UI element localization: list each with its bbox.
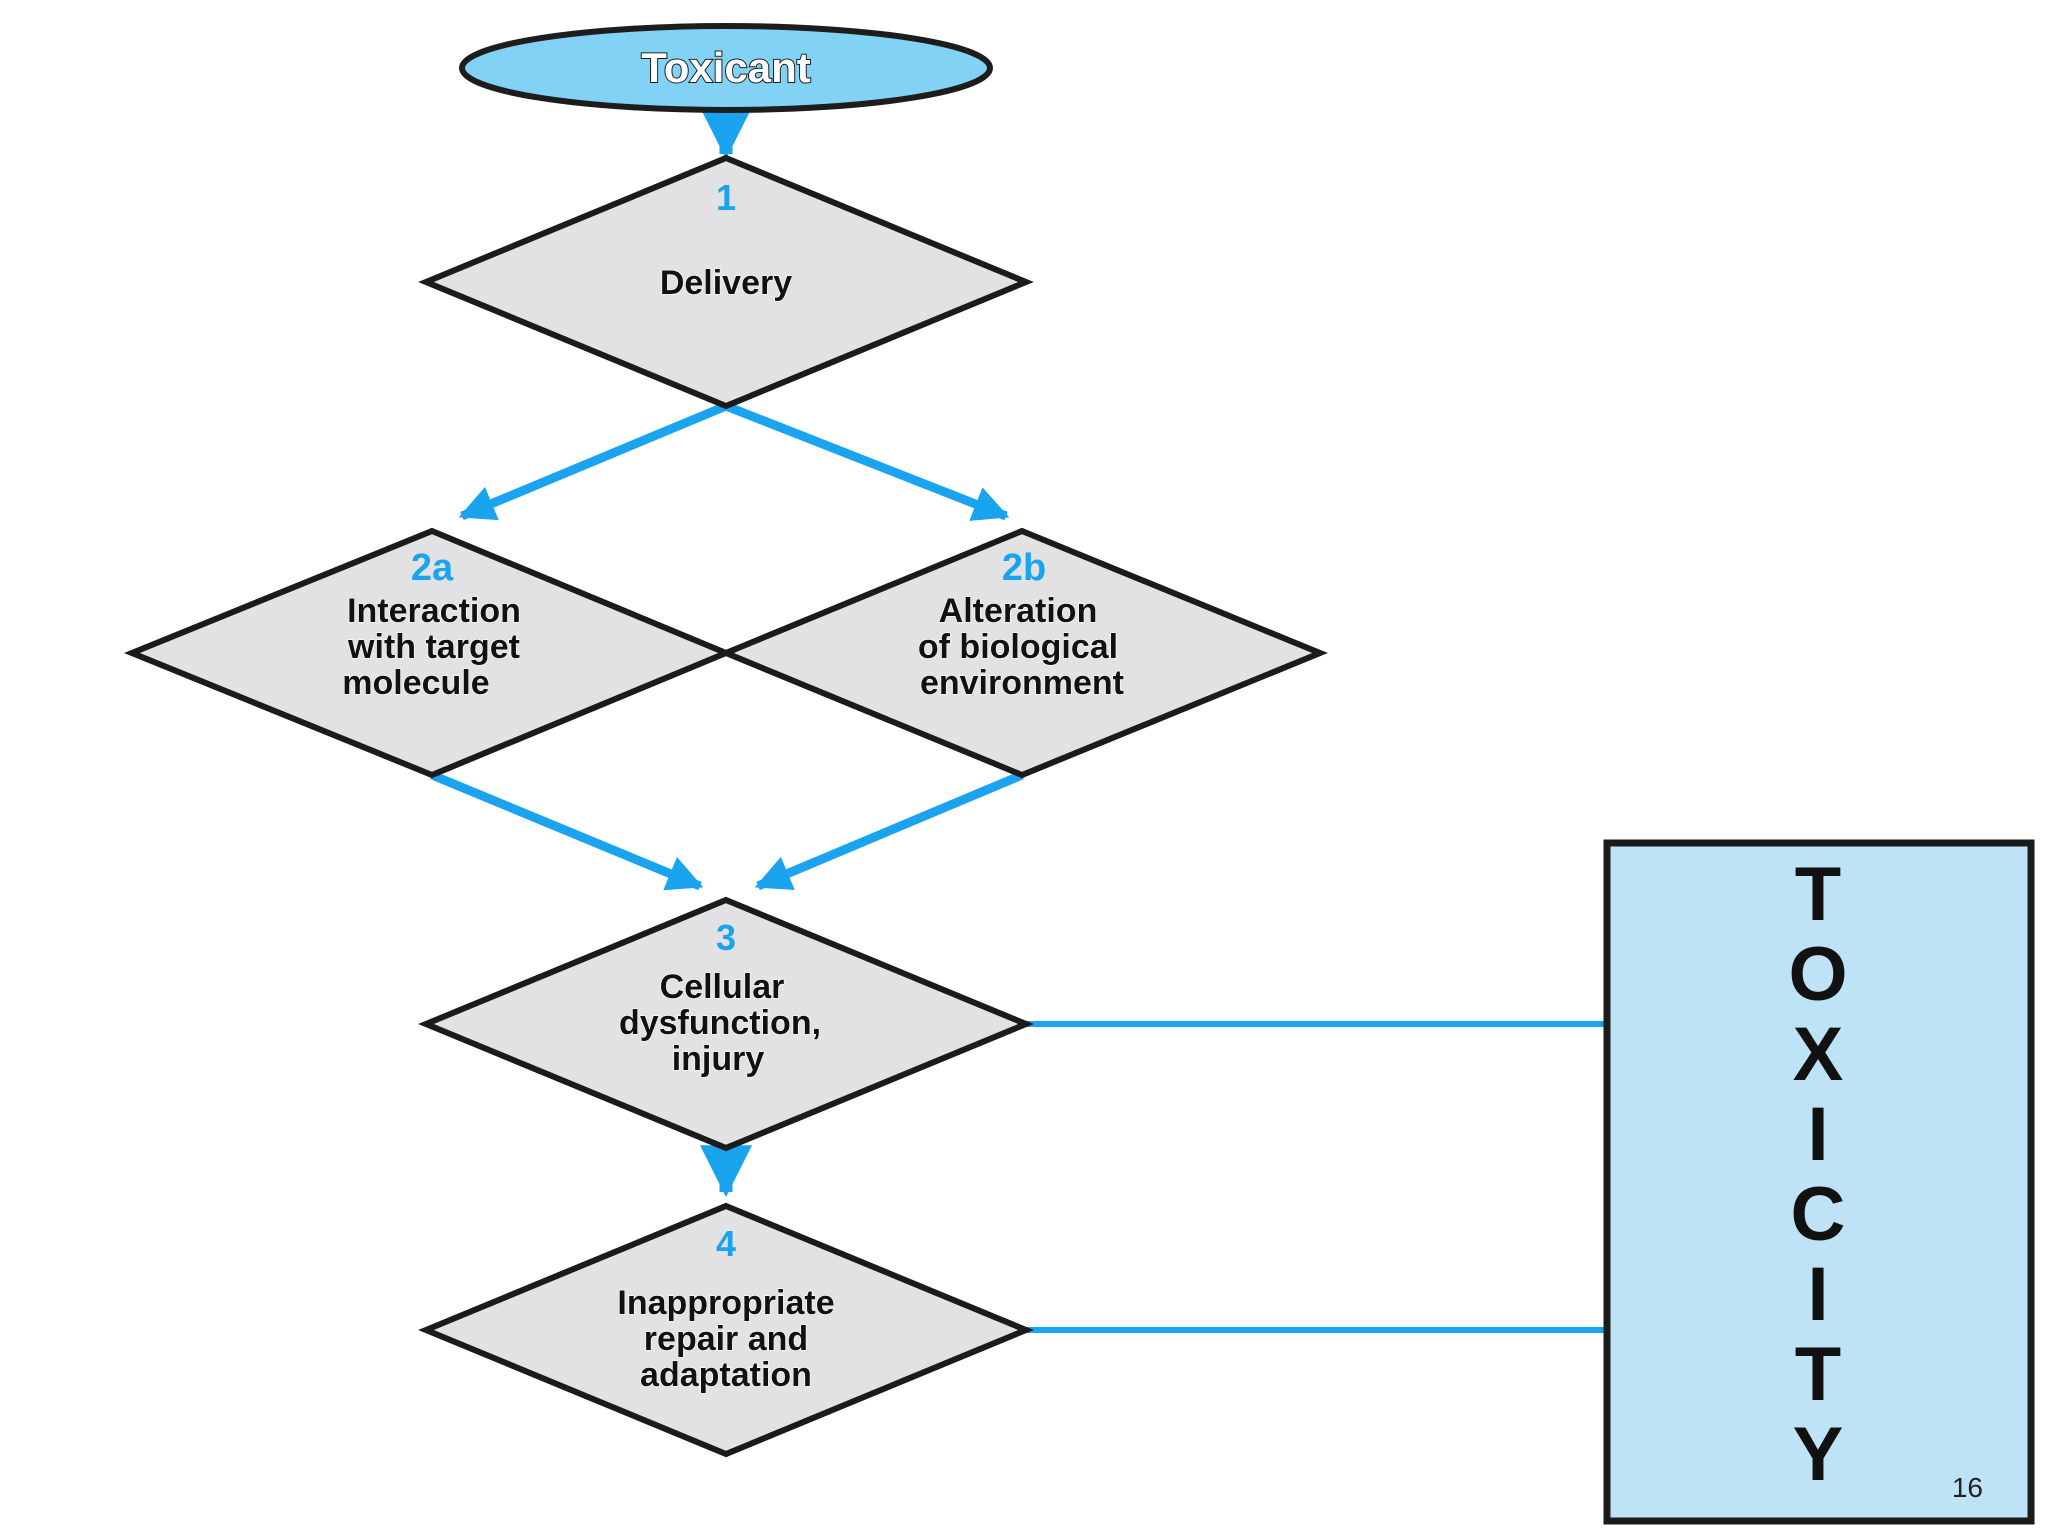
interaction-node: 2a Interaction with target molecule bbox=[124, 527, 734, 779]
cellular-line-2: dysfunction, bbox=[619, 1004, 821, 1042]
toxicity-letter: Y bbox=[1793, 1412, 1844, 1497]
repair-node: 4 Inappropriate repair and adaptation bbox=[418, 1202, 1034, 1458]
page-number: 16 bbox=[1951, 1472, 1983, 1503]
delivery-label: Delivery bbox=[660, 264, 792, 302]
alteration-node: 2b Alteration of biological environment bbox=[718, 527, 1328, 779]
interaction-line-2: with target bbox=[347, 628, 520, 666]
toxicity-letter: C bbox=[1791, 1172, 1846, 1257]
toxicity-letter: O bbox=[1788, 932, 1847, 1017]
toxicity-letter: T bbox=[1795, 852, 1841, 937]
repair-line-2: repair and bbox=[644, 1320, 808, 1358]
delivery-node: 1 Delivery bbox=[418, 154, 1034, 410]
arrow-delivery-to-alteration bbox=[724, 401, 1010, 521]
interaction-line-3: molecule bbox=[342, 664, 489, 702]
toxicity-letter: I bbox=[1807, 1092, 1828, 1177]
alteration-line-3: environment bbox=[920, 664, 1124, 702]
repair-line-3: adaptation bbox=[640, 1356, 812, 1394]
toxicant-node: Toxicant bbox=[459, 23, 993, 113]
arrow-delivery-to-interaction bbox=[458, 401, 728, 521]
arrow-alteration-to-cellular bbox=[754, 770, 1024, 891]
toxicity-letter: I bbox=[1807, 1252, 1828, 1337]
alteration-line-1: Alteration bbox=[939, 592, 1098, 630]
cellular-node: 3 Cellular dysfunction, injury bbox=[418, 896, 1034, 1152]
connector-arrows bbox=[430, 107, 1741, 1334]
repair-number: 4 bbox=[716, 1223, 736, 1264]
arrow-interaction-to-cellular bbox=[430, 770, 704, 891]
toxicity-letter: X bbox=[1793, 1012, 1844, 1097]
toxicant-label: Toxicant bbox=[641, 44, 811, 91]
interaction-number: 2a bbox=[411, 547, 454, 589]
cellular-number: 3 bbox=[716, 917, 736, 958]
repair-line-1: Inappropriate bbox=[617, 1284, 834, 1322]
alteration-number: 2b bbox=[1002, 547, 1046, 589]
delivery-number: 1 bbox=[716, 177, 736, 218]
cellular-line-3: injury bbox=[672, 1040, 765, 1078]
toxicity-letter: T bbox=[1795, 1332, 1841, 1417]
alteration-line-2: of biological bbox=[918, 628, 1118, 666]
interaction-line-1: Interaction bbox=[347, 592, 521, 630]
cellular-line-1: Cellular bbox=[660, 968, 785, 1006]
